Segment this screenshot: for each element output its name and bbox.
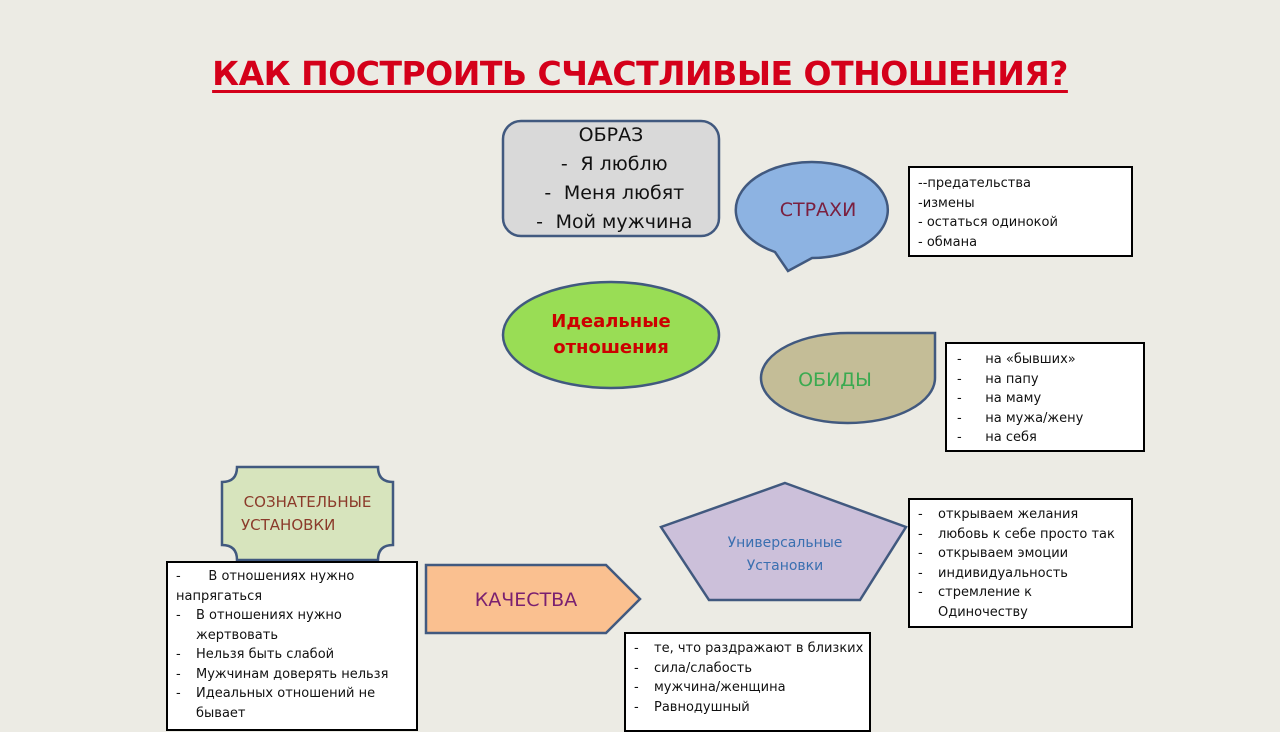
soznatelnye-label: СОЗНАТЕЛЬНЫЕ УСТАНОВКИ	[222, 482, 393, 546]
list-item: открываем желания	[938, 507, 1079, 522]
list-item: жертвовать	[196, 627, 279, 643]
obidy-list: - на «бывших» - на папу - на маму - на м…	[945, 342, 1145, 452]
list-item: Одиночеству	[938, 604, 1028, 620]
list-item: сила/слабость	[654, 660, 753, 676]
list-item: на папу	[985, 371, 1039, 387]
universal-list: -открываем желания -любовь к себе просто…	[908, 498, 1133, 628]
list-item: бывает	[196, 705, 246, 721]
list-item: мужчина/женщина	[654, 680, 786, 695]
list-item: на мужа/жену	[985, 410, 1084, 426]
ideal-line1: Идеальные	[551, 311, 671, 332]
list-item: напрягаться	[176, 588, 263, 604]
list-item: --предательства	[918, 176, 1031, 191]
universal-pentagon-shape	[659, 481, 908, 602]
list-item: на себя	[985, 430, 1037, 445]
soznatelnye-line2: УСТАНОВКИ	[241, 516, 336, 534]
list-item: на «бывших»	[985, 352, 1076, 367]
soznatelnye-line1: СОЗНАТЕЛЬНЫЕ	[243, 493, 372, 511]
list-item: Мужчинам доверять нельзя	[196, 666, 389, 682]
soznatelnye-list: - В отношениях нужно напрягаться -В отно…	[166, 561, 418, 731]
obraz-heading: ОБРАЗ	[578, 123, 644, 146]
list-item: -измены	[918, 195, 975, 211]
ideal-ellipse-shape	[501, 280, 721, 390]
list-item: - обмана	[918, 234, 978, 250]
list-item: - остаться одинокой	[918, 215, 1058, 230]
list-item: открываем эмоции	[938, 546, 1069, 561]
strahi-label: СТРАХИ	[779, 199, 857, 221]
obraz-shape	[501, 119, 721, 238]
universal-line1: Универсальные	[727, 535, 843, 551]
obraz-item: Мой мужчина	[555, 210, 693, 233]
soznatelnye-plaque-shape	[220, 465, 395, 562]
universal-label: Универсальные Установки	[690, 530, 880, 580]
obidy-label: ОБИДЫ	[798, 369, 872, 391]
list-item: на маму	[985, 391, 1042, 406]
universal-line2: Установки	[746, 558, 824, 574]
ideal-line2: отношения	[553, 337, 669, 358]
obraz-item: Меня любят	[563, 181, 685, 204]
list-item: те, что раздражают в близких	[654, 641, 864, 656]
slide-title: КАК ПОСТРОИТЬ СЧАСТЛИВЫЕ ОТНОШЕНИЯ?	[212, 54, 1068, 93]
list-item: В отношениях нужно	[196, 608, 342, 623]
ideal-label: Идеальные отношения	[503, 300, 719, 370]
strahi-bubble-shape	[734, 160, 889, 273]
list-item: любовь к себе просто так	[938, 526, 1115, 542]
list-item: индивидуальность	[938, 565, 1068, 581]
strahi-list: --предательства -измены - остаться одино…	[908, 166, 1133, 257]
obidy-teardrop-shape	[759, 331, 937, 425]
list-item: Равнодушный	[654, 699, 750, 715]
list-item: Нельзя быть слабой	[196, 647, 335, 662]
kachestva-label: КАЧЕСТВА	[474, 589, 578, 611]
obraz-block: ОБРАЗ - Я люблю - Меня любят - Мой мужчи…	[503, 121, 719, 236]
obraz-item: Я люблю	[580, 152, 668, 175]
list-item: В отношениях нужно	[208, 569, 355, 584]
kachestva-list: -те, что раздражают в близких -сила/слаб…	[624, 632, 871, 732]
list-item: стремление к	[938, 585, 1033, 600]
list-item: Идеальных отношений не	[196, 686, 376, 701]
kachestva-arrow-shape	[424, 563, 642, 635]
